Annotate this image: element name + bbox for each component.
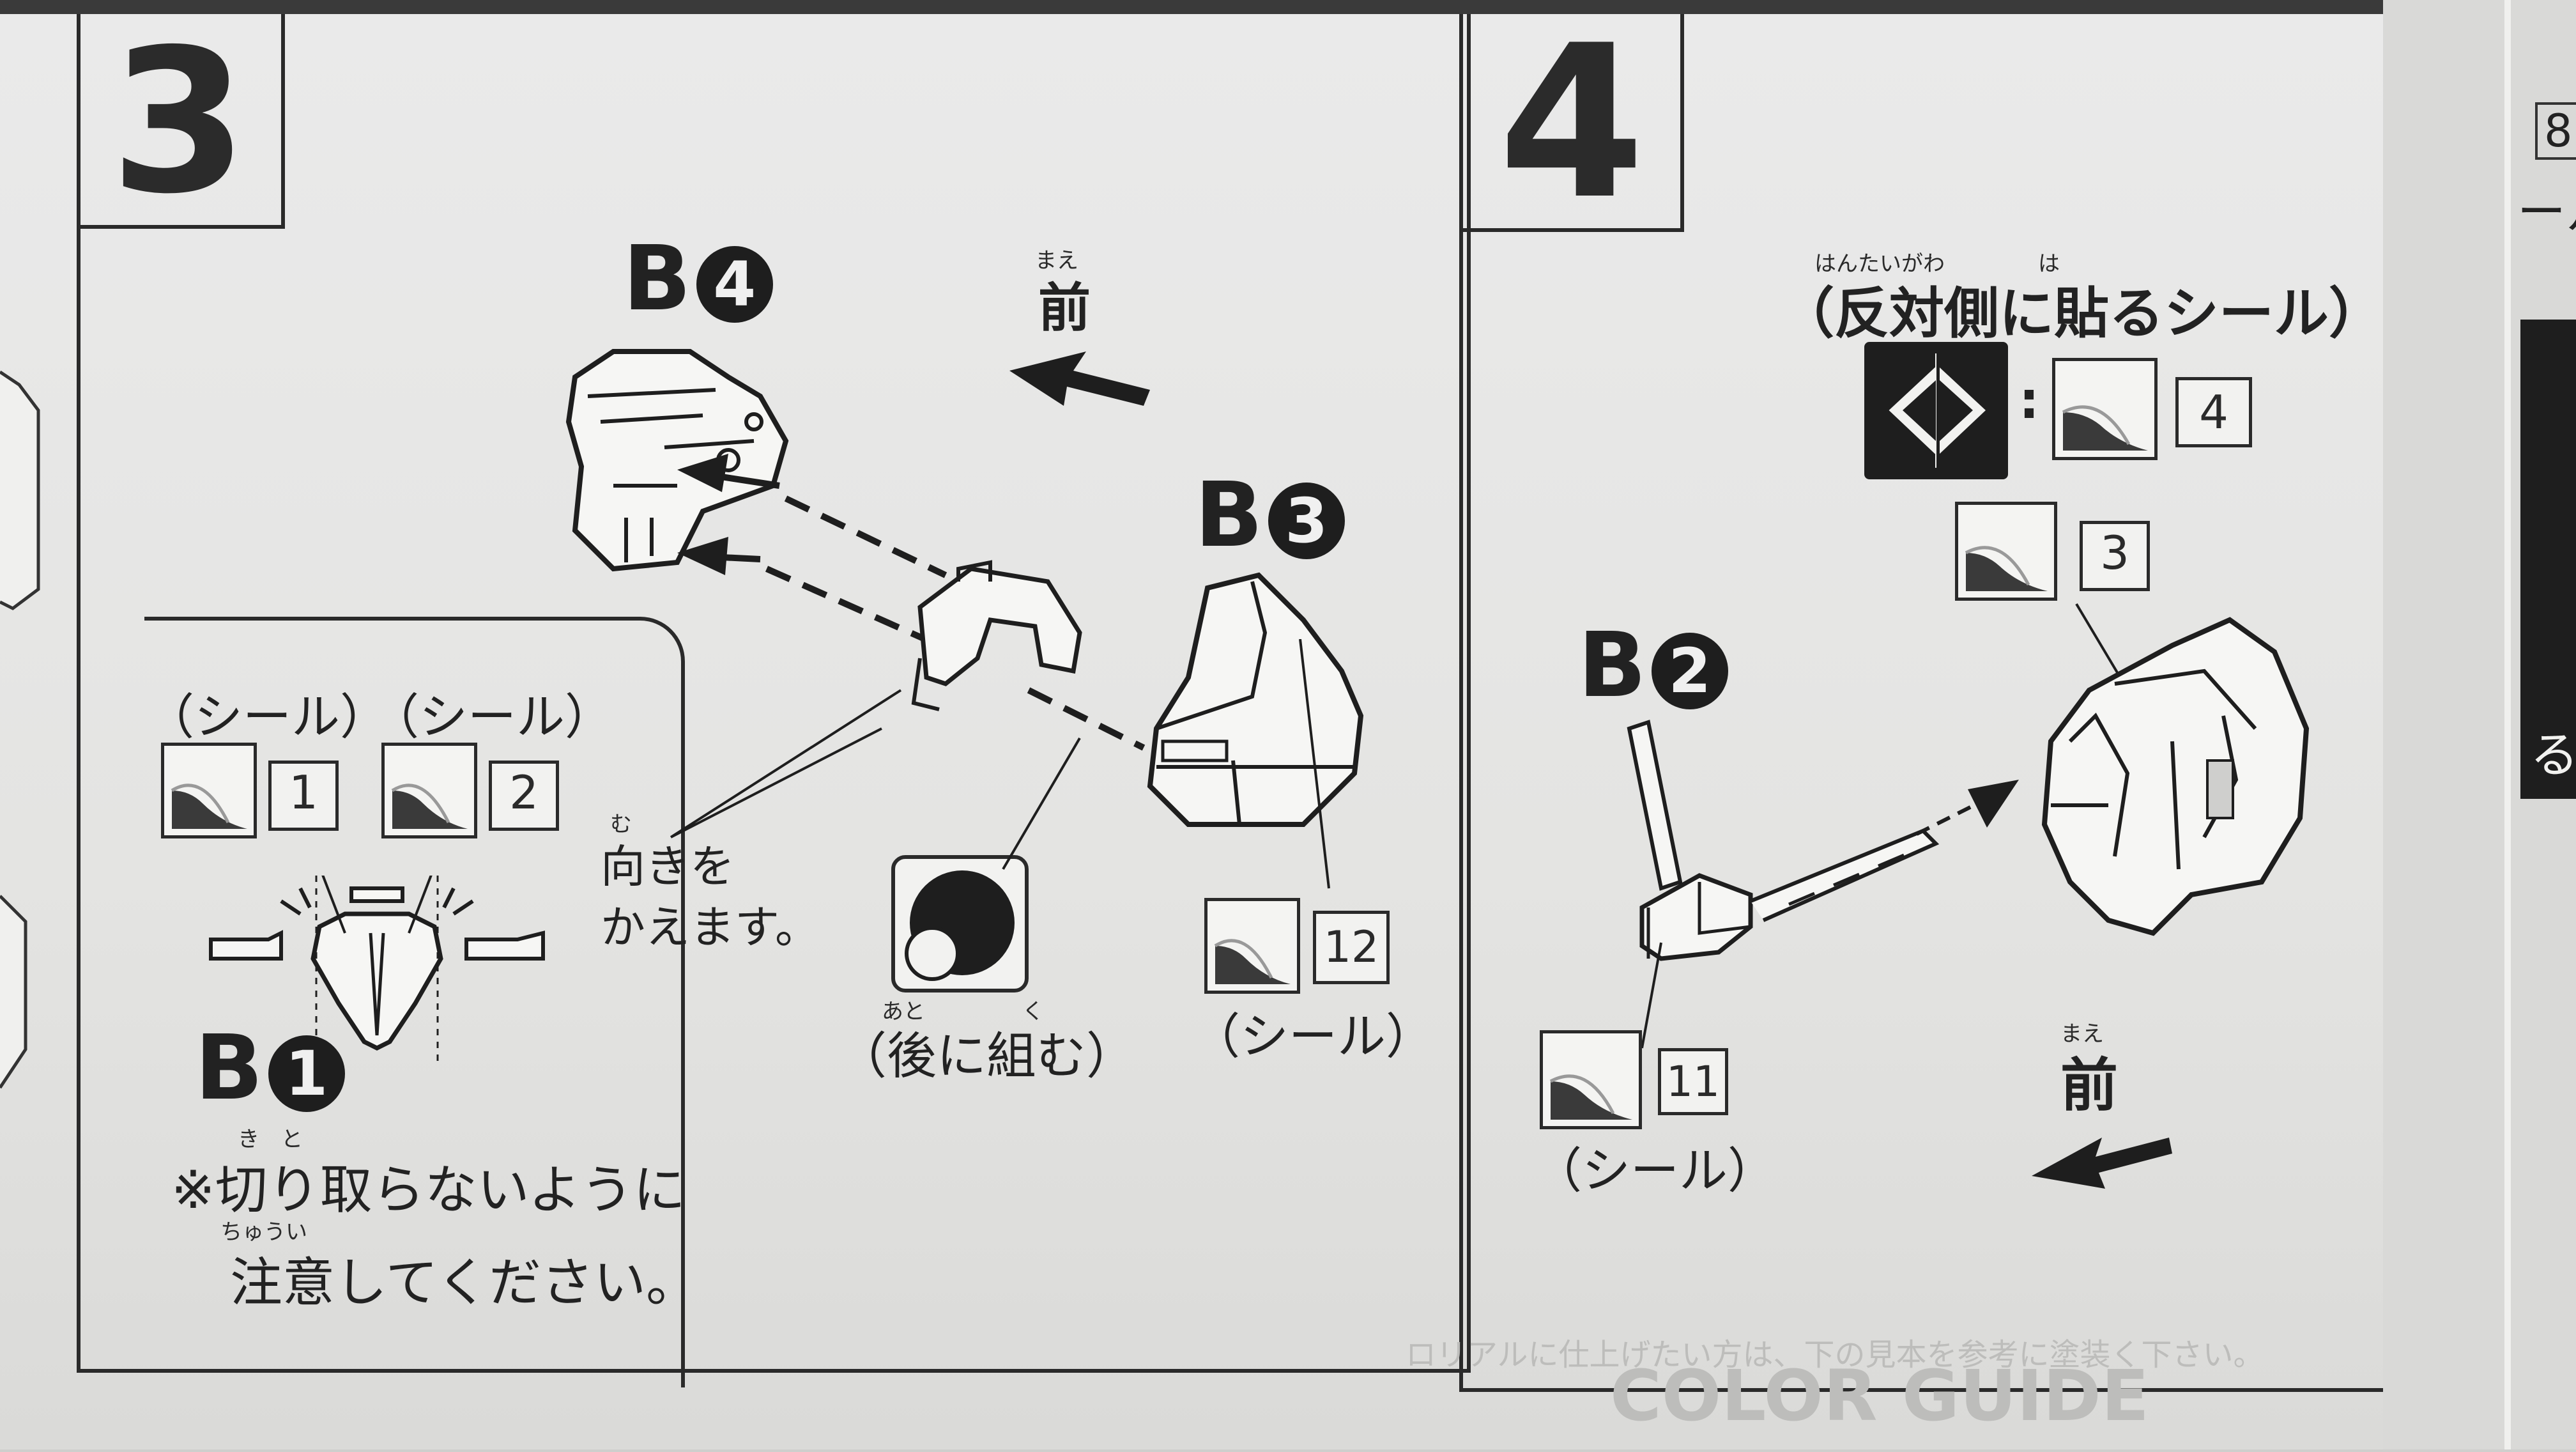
seal-3-number: 3 bbox=[2080, 521, 2150, 591]
muki-line-1: 向きを bbox=[601, 840, 735, 893]
front-label-4: 前 bbox=[2060, 1052, 2118, 1119]
b3-circle-number: 3 bbox=[1268, 483, 1345, 560]
seal-4-icon bbox=[2052, 358, 2158, 460]
top-shadow bbox=[0, 0, 2576, 14]
seal-1-label: （シール） bbox=[146, 688, 388, 745]
b3-letter: B bbox=[1195, 463, 1263, 568]
seal-4-number: 4 bbox=[2175, 377, 2252, 447]
right-edge-divider bbox=[2504, 0, 2511, 1449]
part-b4-drawing bbox=[565, 349, 789, 572]
swap-colon: : bbox=[2019, 371, 2039, 430]
later-label: （後に組む） bbox=[837, 1028, 1137, 1085]
assembly-guide-lines bbox=[677, 454, 1146, 751]
edge-text-2: る bbox=[2530, 727, 2576, 784]
edge-text-1: ール bbox=[2517, 183, 2576, 240]
seal-12-number: 12 bbox=[1313, 911, 1390, 984]
seal-12-label: （シール） bbox=[1192, 1008, 1434, 1065]
bleed-text-2: COLOR GUIDE bbox=[1610, 1355, 2149, 1437]
part-b1-drawing bbox=[209, 876, 545, 1061]
seal-11-number: 11 bbox=[1658, 1048, 1728, 1115]
step4-title-ruby-1: はんたいがわ bbox=[1814, 251, 1945, 277]
assembly-arrow-4 bbox=[1915, 780, 2019, 836]
leader-line-12 bbox=[1299, 639, 1330, 889]
leader-lines-muki bbox=[670, 689, 902, 838]
b1-letter: B bbox=[195, 1016, 263, 1120]
front-arrow-4-icon bbox=[2032, 1138, 2172, 1189]
seal-11-icon bbox=[1540, 1030, 1642, 1129]
step-4-number: 4 bbox=[1463, 14, 1684, 232]
later-ruby-1: あと bbox=[882, 999, 925, 1024]
edge-black-block bbox=[2520, 320, 2576, 799]
b4-letter: B bbox=[623, 227, 691, 331]
part-b3-drawing bbox=[1147, 572, 1364, 827]
seal-3-icon bbox=[1955, 502, 2057, 601]
seal-2-label: （シール） bbox=[371, 688, 613, 745]
note-line-1: ※切り取らないように bbox=[171, 1160, 686, 1221]
bleed-text-1: ロリアルに仕上げたい方は、下の見本を参考に塗装く下さい。 bbox=[1406, 1337, 2264, 1373]
mae-ruby-3: まえ bbox=[1035, 248, 1078, 274]
b2-circle-number: 2 bbox=[1651, 633, 1728, 710]
seal-1-icon bbox=[161, 743, 257, 838]
part-b2-drawing bbox=[1627, 720, 1940, 961]
step4-title-ruby-2: は bbox=[2038, 251, 2060, 277]
note-ruby-1: き と bbox=[238, 1127, 303, 1152]
leader-line-later bbox=[1002, 737, 1081, 870]
seal-11-label: （シール） bbox=[1533, 1142, 1776, 1199]
b2-letter: B bbox=[1578, 614, 1646, 718]
seal-12-icon bbox=[1204, 898, 1300, 994]
mae-ruby-4: まえ bbox=[2060, 1021, 2104, 1047]
left-edge-drawing bbox=[0, 14, 77, 1449]
step-3-panel bbox=[77, 14, 1471, 1373]
note-line-2: 注意してください。 bbox=[230, 1253, 699, 1313]
later-ruby-2: く bbox=[1022, 999, 1044, 1024]
seal-2-icon bbox=[381, 743, 477, 838]
note-ruby-2: ちゅうい bbox=[220, 1219, 307, 1245]
muki-ruby: む bbox=[610, 812, 632, 837]
later-assembly-icon bbox=[891, 855, 1029, 992]
front-label-3: 前 bbox=[1038, 278, 1091, 339]
leader-line-11 bbox=[1641, 942, 1662, 1049]
seal-2-number: 2 bbox=[489, 761, 559, 831]
b1-circle-number: 1 bbox=[268, 1035, 345, 1113]
muki-line-2: かえます。 bbox=[601, 901, 820, 954]
left-right-arrows-icon bbox=[1864, 342, 2008, 479]
front-arrow-3-icon bbox=[1009, 351, 1150, 406]
step4-title: （反対側に貼るシール） bbox=[1779, 282, 2384, 346]
head-part-drawing bbox=[2041, 617, 2310, 936]
connector-part-drawing bbox=[911, 560, 1082, 711]
b4-circle-number: 4 bbox=[696, 246, 773, 323]
step-3-number: 3 bbox=[77, 14, 285, 231]
seal-1-number: 1 bbox=[268, 761, 339, 831]
b1-detail-frame bbox=[144, 617, 685, 1387]
edge-num: 8 bbox=[2535, 102, 2576, 160]
